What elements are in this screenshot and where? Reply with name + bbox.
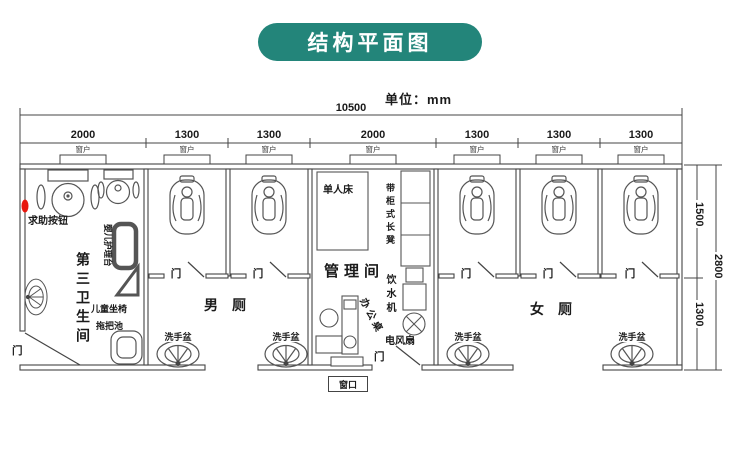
- service-window-opening: [330, 356, 364, 367]
- dim-segment: 1300: [544, 129, 574, 141]
- office-chair-icon: [319, 308, 339, 328]
- window-label: 窗户: [633, 145, 649, 154]
- room-name-management: 管理间: [323, 263, 385, 280]
- electric-fan-icon: [402, 312, 426, 336]
- room-name-accessible: 第三卫生间: [75, 252, 91, 347]
- door-leaves: [24, 261, 659, 366]
- door-label: 门: [374, 351, 385, 363]
- help-button-label: 求助按钮: [28, 216, 68, 227]
- door-label: 门: [170, 268, 182, 280]
- mop-pool-icon: [110, 330, 143, 365]
- basin-label: 洗手盆: [270, 332, 302, 342]
- page-title: 结构平面图: [307, 32, 433, 55]
- toilet-tank: [47, 169, 89, 182]
- child-seat-icon: [114, 262, 140, 297]
- basin-label: 洗手盆: [452, 332, 484, 342]
- door-label: 门: [624, 268, 636, 280]
- bench-label: 带柜式长凳: [385, 183, 395, 248]
- management-room-fixtures: [315, 170, 431, 355]
- window-label: 窗户: [365, 145, 381, 154]
- dim-segment: 2000: [68, 129, 98, 141]
- door-label: 门: [252, 268, 264, 280]
- grab-bar-icon: [36, 184, 46, 210]
- title-banner: 结构平面图: [258, 23, 482, 61]
- top-windows: [59, 154, 665, 367]
- window-label: 窗户: [261, 145, 277, 154]
- child-seat-label: 儿童坐椅: [91, 304, 128, 314]
- door-label: 门: [12, 345, 23, 357]
- single-bed-icon: [316, 171, 369, 251]
- window-label: 窗户: [469, 145, 485, 154]
- dim-segment: 1300: [254, 129, 284, 141]
- water-dispenser-icon: [405, 267, 424, 283]
- dim-right-overall: 2800: [712, 252, 724, 281]
- dim-right-lower: 1300: [693, 300, 705, 329]
- dim-total-width: 10500: [333, 102, 369, 114]
- door-label: 门: [460, 268, 472, 280]
- dim-segment: 1300: [626, 129, 656, 141]
- water-dispenser-label: 饮水机: [384, 274, 395, 316]
- dim-segment: 1300: [172, 129, 202, 141]
- service-window-label: 窗口: [328, 376, 368, 392]
- dim-segment: 2000: [358, 129, 388, 141]
- basin-label: 洗手盆: [162, 332, 194, 342]
- dim-segment: 1300: [462, 129, 492, 141]
- fan-label: 电风扇: [385, 336, 415, 347]
- mop-pool-label: 拖把池: [96, 321, 124, 331]
- basin-label: 洗手盆: [616, 332, 648, 342]
- help-button-icon: [21, 199, 29, 213]
- accessible-room-fixtures: [21, 169, 143, 365]
- door-label: 门: [542, 268, 554, 280]
- toilet-bowl-icon: [51, 182, 85, 218]
- window-label: 窗户: [551, 145, 567, 154]
- room-name-womens: 女厕: [530, 301, 586, 317]
- baby-care-table-icon: [111, 221, 139, 271]
- child-toilet-tank: [103, 169, 134, 180]
- bed-label: 单人床: [323, 185, 353, 196]
- room-name-mens: 男厕: [204, 297, 260, 313]
- squat-toilet-icons: [169, 175, 659, 235]
- unit-label: 单位：mm: [385, 92, 453, 107]
- window-label: 窗户: [75, 145, 91, 154]
- office-desk-icon: [341, 295, 359, 355]
- baby-care-table-label: 婴儿护理台: [103, 224, 113, 267]
- window-label: 窗户: [179, 145, 195, 154]
- child-toilet-bowl-icon: [105, 179, 131, 205]
- cabinet-bench-icon: [400, 170, 431, 267]
- dim-right-upper: 1500: [693, 200, 705, 229]
